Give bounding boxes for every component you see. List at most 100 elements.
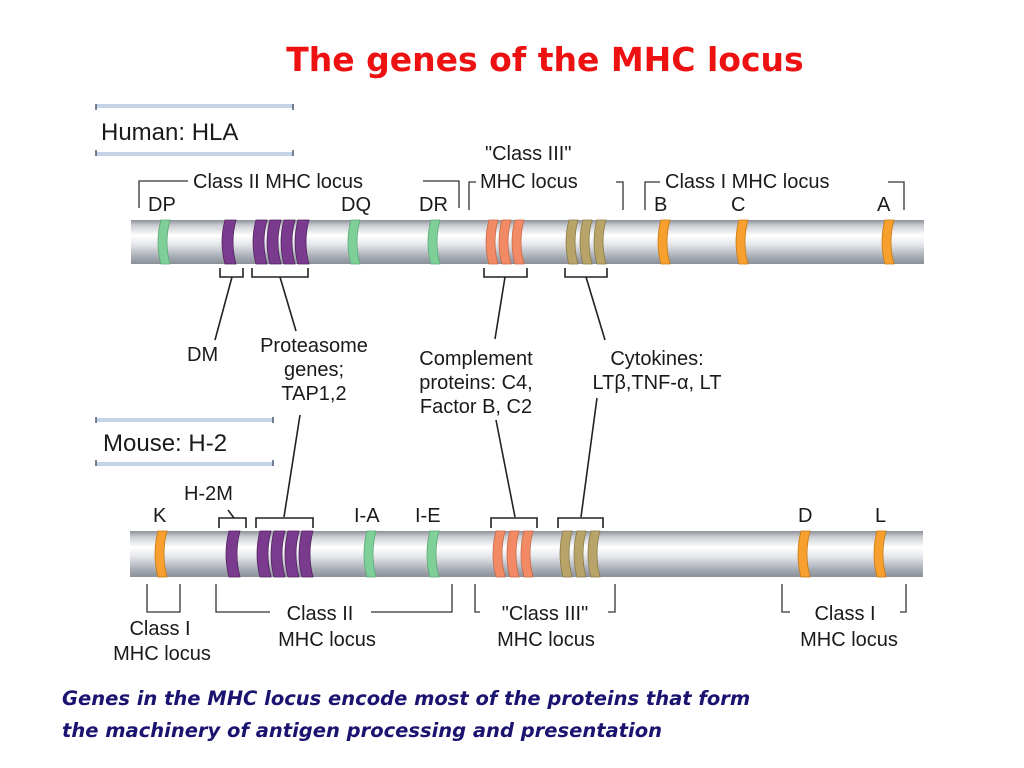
gene-label-d: D [798, 505, 812, 527]
mouse-gene-bands [154, 530, 887, 578]
complement-annotation-2: proteins: C4, [419, 372, 532, 394]
slide-title: The genes of the MHC locus [286, 40, 804, 79]
gene-label-b: B [654, 194, 667, 216]
caption-line-1: Genes in the MHC locus encode most of th… [62, 687, 751, 710]
human-species-label-box: Human: HLA [95, 104, 294, 156]
gene-label-i-e: I-E [415, 505, 441, 527]
gene-band-cytokines [593, 219, 607, 265]
complement-annotation-3: Factor B, C2 [420, 396, 532, 418]
proteasome-annotation-2: genes; [284, 359, 344, 381]
gene-label-dp: DP [148, 194, 176, 216]
mouse-class-i-right-bracket-left [781, 584, 790, 613]
gene-band-i-e [426, 530, 440, 578]
gene-band-proteasome-tap [280, 219, 296, 265]
gene-band-cytokines [565, 219, 579, 265]
human-class-iii-region-label-1: "Class III" [485, 143, 571, 165]
human-species-label: Human: HLA [101, 119, 238, 146]
cytokine-leader-line [585, 276, 606, 341]
human-class-ii-region-label: Class II MHC locus [193, 171, 363, 193]
gene-band-a [881, 219, 895, 265]
gene-band-complement [520, 530, 534, 578]
mouse-class-i-left-label-2: MHC locus [113, 643, 211, 665]
proteasome-leader-line [279, 276, 297, 332]
human-chromosome [131, 220, 924, 264]
gene-band-b [657, 219, 671, 265]
gene-band-proteasome-tap [252, 219, 268, 265]
gene-band-l [873, 530, 887, 578]
gene-band-proteasome-tap [256, 530, 272, 578]
gene-band-complement [498, 219, 512, 265]
gene-label-c: C [731, 194, 745, 216]
complement-leader-line [494, 276, 506, 340]
gene-band-k [154, 530, 168, 578]
mouse-class-ii-label-2: MHC locus [278, 629, 376, 651]
gene-band-dq [347, 219, 361, 265]
mouse-class-i-left-bracket [146, 584, 181, 613]
mouse-species-label-box: Mouse: H-2 [95, 417, 274, 466]
gene-band-dm [221, 219, 237, 265]
cytokine-mouse-leader-line [580, 397, 598, 518]
complement-mouse-leader-line [495, 419, 516, 518]
human-class-i-region-label: Class I MHC locus [665, 171, 829, 193]
gene-label-k: K [153, 505, 167, 527]
gene-band-cytokines [579, 219, 593, 265]
gene-label-i-a: I-A [354, 505, 380, 527]
mouse-class-i-right-label-1: Class I [814, 603, 875, 625]
gene-band-proteasome-tap [298, 530, 314, 578]
cytokine-bracket [564, 268, 608, 278]
mouse-cytokine-bracket [557, 517, 604, 528]
gene-band-i-a [363, 530, 377, 578]
dm-leader-line [214, 276, 233, 341]
human-class-i-bracket [644, 181, 905, 210]
human-class-ii-bracket [138, 180, 460, 208]
mouse-class-iii-bracket-left [474, 584, 480, 613]
cytokine-annotation-1: Cytokines: [610, 348, 703, 370]
gene-label-l: L [875, 505, 886, 527]
gene-label-a: A [877, 194, 891, 216]
gene-band-dr [427, 219, 441, 265]
mouse-class-ii-label-1: Class II [287, 603, 354, 625]
caption: Genes in the MHC locus encode most of th… [62, 683, 982, 747]
gene-band-cytokines [587, 530, 601, 578]
gene-band-h-2m [225, 530, 241, 578]
mouse-class-iii-bracket-right [608, 584, 616, 613]
human-gene-bands [157, 219, 895, 265]
cytokine-annotation-2: LTβ,TNF-α, LT [593, 372, 722, 394]
gene-band-c [735, 219, 749, 265]
mouse-proteasome-bracket [255, 517, 314, 528]
mouse-complement-bracket [490, 517, 538, 528]
mouse-class-i-right-bracket-right [900, 584, 907, 613]
human-class-iii-region-label-2: MHC locus [480, 171, 578, 193]
proteasome-annotation-1: Proteasome [260, 335, 368, 357]
gene-band-complement [506, 530, 520, 578]
complement-annotation-1: Complement [419, 348, 533, 370]
gene-band-cytokines [559, 530, 573, 578]
gene-band-proteasome-tap [270, 530, 286, 578]
h2m-tick [227, 509, 235, 519]
dm-annotation: DM [187, 344, 218, 366]
proteasome-annotation-3: TAP1,2 [281, 383, 346, 405]
gene-band-proteasome-tap [266, 219, 282, 265]
gene-band-d [797, 530, 811, 578]
gene-band-complement [492, 530, 506, 578]
gene-band-cytokines [573, 530, 587, 578]
mouse-class-ii-bracket-left [215, 584, 270, 613]
gene-band-complement [511, 219, 525, 265]
gene-band-proteasome-tap [284, 530, 300, 578]
proteasome-bracket [251, 268, 309, 278]
gene-band-complement [485, 219, 499, 265]
gene-label-dq: DQ [341, 194, 371, 216]
gene-label-dr: DR [419, 194, 448, 216]
complement-bracket [483, 268, 528, 278]
mouse-class-iii-label-1: "Class III" [502, 603, 588, 625]
gene-band-proteasome-tap [294, 219, 310, 265]
mouse-class-ii-bracket-right [371, 584, 453, 613]
human-class-iii-bracket [468, 181, 624, 210]
mouse-class-iii-label-2: MHC locus [497, 629, 595, 651]
dm-bracket [219, 268, 244, 278]
h2m-bracket [218, 517, 247, 528]
gene-label-h2m: H-2M [184, 483, 233, 505]
proteasome-mouse-leader-line [283, 414, 301, 518]
caption-line-2: the machinery of antigen processing and … [62, 719, 662, 742]
